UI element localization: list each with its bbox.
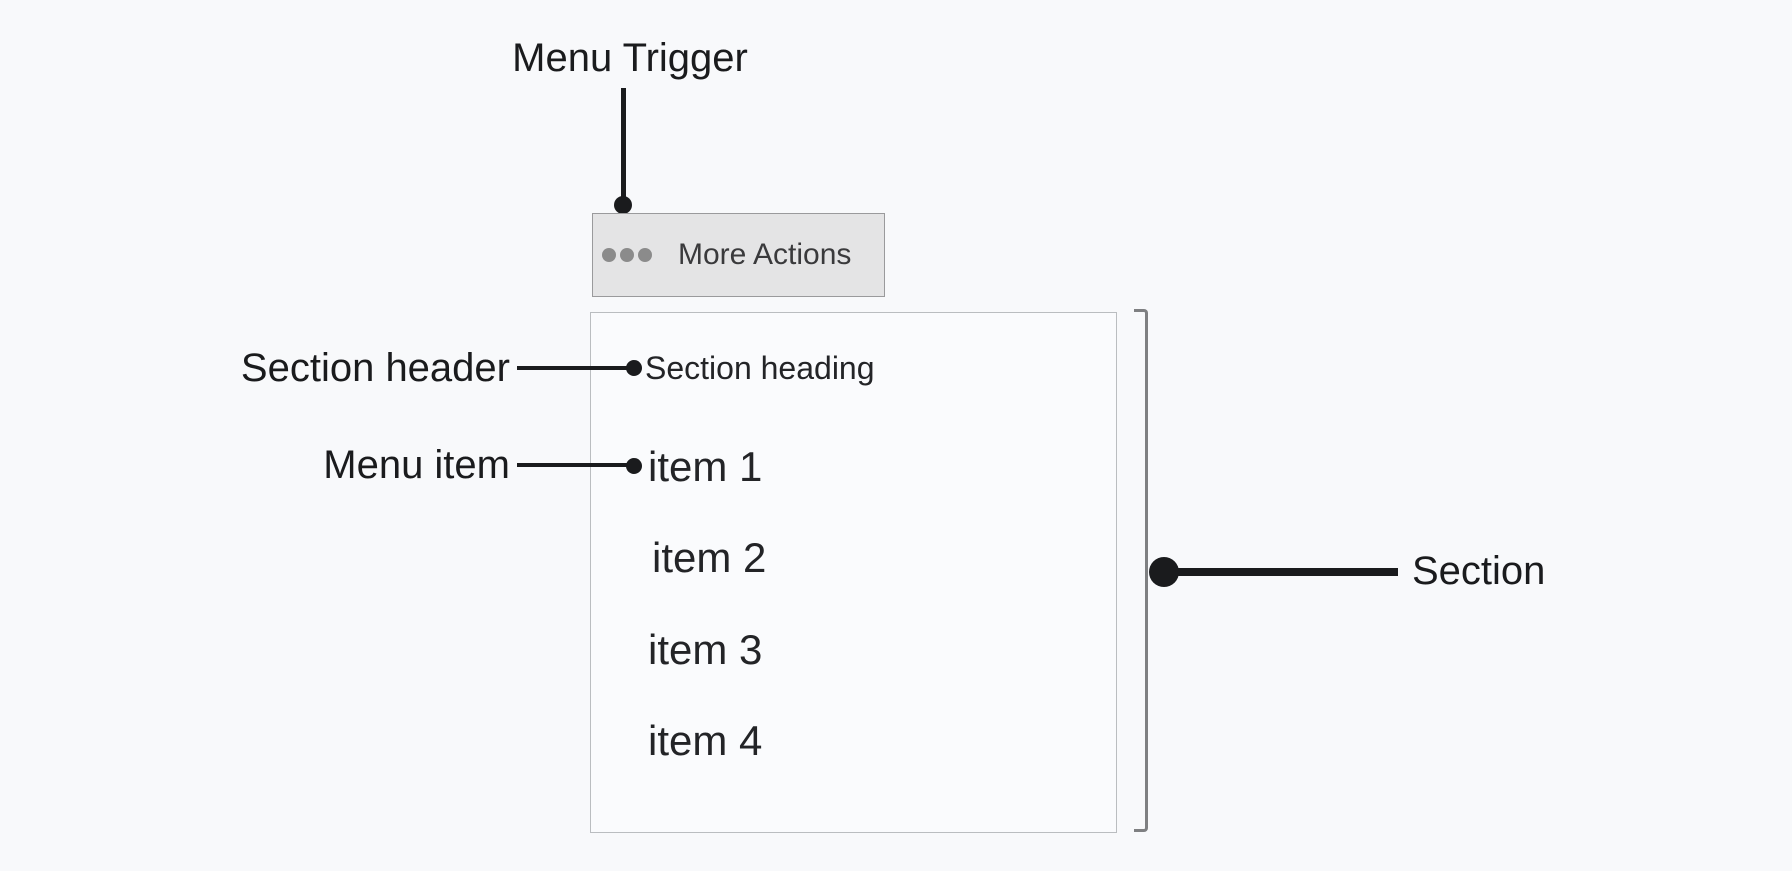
section-header-callout-dot: [626, 360, 642, 376]
section-callout-line: [1164, 568, 1398, 576]
section-annotation-label: Section: [1412, 549, 1546, 593]
section-header-callout-line: [517, 366, 628, 370]
more-actions-button-label: More Actions: [678, 238, 852, 271]
menu-item[interactable]: item 4: [648, 717, 763, 764]
menu-section-heading: Section heading: [645, 350, 875, 386]
section-bracket: [1134, 309, 1148, 832]
more-actions-button[interactable]: More Actions: [592, 213, 885, 297]
menu-item[interactable]: item 1: [648, 443, 763, 490]
menu-trigger-connector-line: [621, 88, 626, 198]
section-header-annotation-label: Section header: [240, 346, 510, 390]
ellipsis-icon: [602, 248, 652, 262]
menu-item[interactable]: item 2: [652, 534, 767, 581]
menu-trigger-connector-dot: [614, 196, 632, 214]
menu-trigger-annotation-label: Menu Trigger: [512, 36, 748, 80]
menu-item[interactable]: item 3: [648, 626, 763, 673]
menu-popover: [590, 312, 1117, 833]
menu-item-callout-dot: [626, 458, 642, 474]
menu-item-annotation-label: Menu item: [323, 443, 510, 487]
menu-item-callout-line: [517, 463, 628, 467]
